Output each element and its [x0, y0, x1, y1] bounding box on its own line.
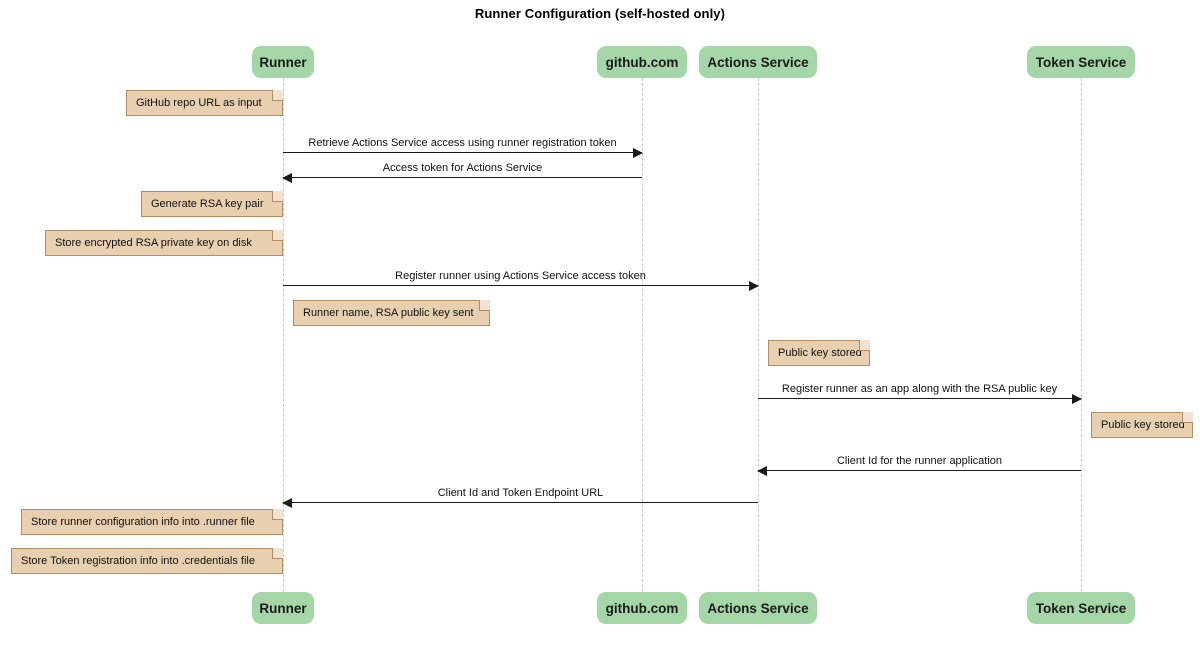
participant-runner-bottom[interactable]: Runner: [252, 592, 314, 624]
note-text: Public key stored: [778, 347, 862, 359]
message-line: [283, 285, 758, 286]
message-label: Client Id for the runner application: [836, 455, 1003, 467]
message-label: Access token for Actions Service: [382, 162, 543, 174]
message-line: [283, 177, 642, 178]
participant-label: github.com: [605, 54, 679, 70]
participant-runner-top[interactable]: Runner: [252, 46, 314, 78]
note-text: Store Token registration info into .cred…: [21, 555, 255, 567]
lifeline-github: [642, 78, 643, 592]
note-text: Store encrypted RSA private key on disk: [55, 237, 252, 249]
message-line: [758, 470, 1081, 471]
note-text: Store runner configuration info into .ru…: [31, 516, 255, 528]
note-fold-corner-icon: [272, 548, 283, 559]
note-fold-corner-icon: [272, 90, 283, 101]
lifeline-token: [1081, 78, 1082, 592]
participant-token-top[interactable]: Token Service: [1027, 46, 1135, 78]
arrow-head-icon: [749, 280, 759, 291]
msg-retrieve-access: Retrieve Actions Service access using ru…: [283, 131, 643, 158]
note-fold-corner-icon: [272, 509, 283, 520]
message-label: Retrieve Actions Service access using ru…: [308, 137, 617, 149]
participant-github-bottom[interactable]: github.com: [597, 592, 687, 624]
participant-label: github.com: [605, 600, 679, 616]
note-text: Runner name, RSA public key sent: [303, 307, 474, 319]
note-fold-corner-icon: [272, 230, 283, 241]
arrow-head-icon: [282, 172, 292, 183]
participant-label: Token Service: [1035, 600, 1127, 616]
note-generate-rsa: Generate RSA key pair: [141, 191, 283, 217]
participant-label: Token Service: [1035, 54, 1127, 70]
message-label: Client Id and Token Endpoint URL: [437, 487, 604, 499]
message-line: [758, 398, 1081, 399]
note-fold-corner-icon: [1182, 412, 1193, 423]
note-store-rsa: Store encrypted RSA private key on disk: [45, 230, 283, 256]
note-fold-corner-icon: [859, 340, 870, 351]
page-title: Runner Configuration (self-hosted only): [474, 6, 726, 21]
participant-actions-top[interactable]: Actions Service: [699, 46, 817, 78]
arrow-head-icon: [633, 147, 643, 158]
note-text: Generate RSA key pair: [151, 198, 264, 210]
participant-actions-bottom[interactable]: Actions Service: [699, 592, 817, 624]
note-repo-url: GitHub repo URL as input: [126, 90, 283, 116]
note-pubkey-actions: Public key stored: [768, 340, 870, 366]
participant-label: Actions Service: [707, 54, 809, 70]
lifeline-actions: [758, 78, 759, 592]
note-fold-corner-icon: [479, 300, 490, 311]
arrow-head-icon: [1072, 393, 1082, 404]
note-store-config: Store runner configuration info into .ru…: [21, 509, 283, 535]
msg-client-id-endpoint: Client Id and Token Endpoint URL: [282, 481, 758, 508]
note-runner-name: Runner name, RSA public key sent: [293, 300, 490, 326]
message-line: [283, 152, 642, 153]
participant-github-top[interactable]: github.com: [597, 46, 687, 78]
participant-label: Actions Service: [707, 600, 809, 616]
note-text: GitHub repo URL as input: [136, 97, 262, 109]
note-store-creds: Store Token registration info into .cred…: [11, 548, 283, 574]
participant-label: Runner: [259, 600, 307, 616]
arrow-head-icon: [757, 465, 767, 476]
participant-label: Runner: [259, 54, 307, 70]
msg-register-runner: Register runner using Actions Service ac…: [283, 264, 759, 291]
msg-access-token: Access token for Actions Service: [282, 156, 642, 183]
note-text: Public key stored: [1101, 419, 1185, 431]
message-line: [283, 502, 758, 503]
msg-register-app: Register runner as an app along with the…: [758, 377, 1082, 404]
note-pubkey-token: Public key stored: [1091, 412, 1193, 438]
message-label: Register runner using Actions Service ac…: [395, 270, 646, 282]
note-fold-corner-icon: [272, 191, 283, 202]
participant-token-bottom[interactable]: Token Service: [1027, 592, 1135, 624]
lifeline-runner: [283, 78, 284, 592]
message-label: Register runner as an app along with the…: [781, 383, 1058, 395]
arrow-head-icon: [282, 497, 292, 508]
msg-client-id: Client Id for the runner application: [757, 449, 1081, 476]
